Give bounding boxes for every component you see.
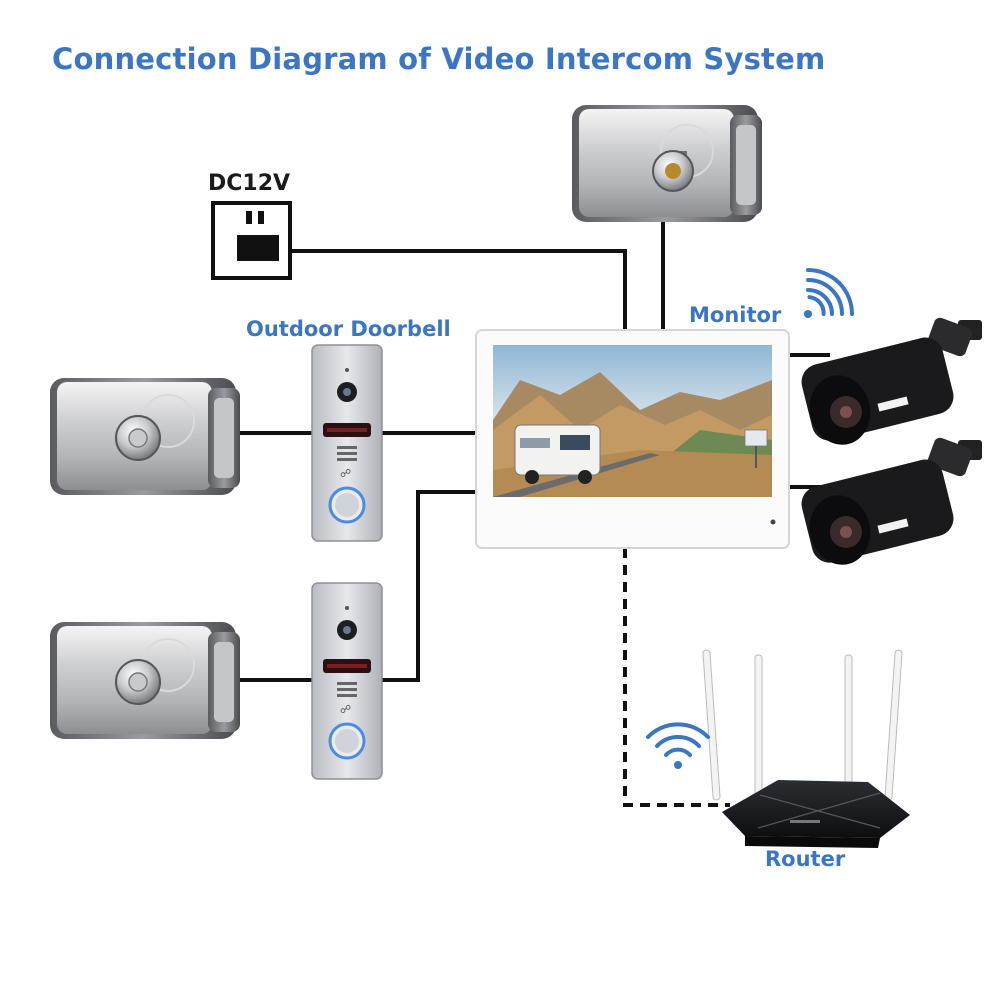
diagram-title: Connection Diagram of Video Intercom Sys… bbox=[52, 42, 826, 76]
wifi-icon-router bbox=[646, 722, 710, 769]
monitor-screen-icon bbox=[475, 329, 790, 549]
electric-lock-icon-1 bbox=[50, 378, 240, 495]
power-wire bbox=[290, 249, 627, 330]
wifi-icon-monitor bbox=[804, 268, 854, 318]
electric-lock-icon-top bbox=[572, 105, 762, 222]
cctv-camera-icon-2 bbox=[801, 437, 982, 565]
router-lan-wire bbox=[623, 548, 730, 807]
monitor-label: Monitor bbox=[689, 303, 782, 327]
router-icon bbox=[702, 649, 910, 848]
doorbell-label: Outdoor Doorbell bbox=[246, 317, 451, 341]
doorbell-panel-icon-2: ☍ bbox=[311, 582, 383, 780]
power-label: DC12V bbox=[208, 171, 291, 196]
doorbell2-monitor-wire bbox=[382, 490, 478, 682]
router-label: Router bbox=[765, 847, 846, 871]
svg-text:☍: ☍ bbox=[340, 467, 351, 480]
power-socket-icon bbox=[211, 201, 292, 280]
wires bbox=[236, 220, 830, 682]
electric-lock-icon-2 bbox=[50, 622, 240, 739]
doorbell-panel-icon-1: ☍ bbox=[311, 344, 383, 542]
svg-text:☍: ☍ bbox=[340, 703, 351, 716]
cctv-camera-icon-1 bbox=[801, 317, 982, 445]
